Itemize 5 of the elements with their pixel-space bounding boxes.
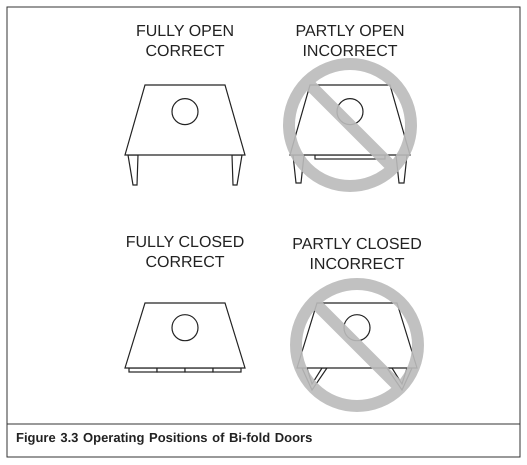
figure-caption: Figure 3.3 Operating Positions of Bi-fold Doors — [16, 430, 312, 445]
position-label: PARTLY OPEN INCORRECT — [294, 22, 406, 62]
position-label: PARTLY CLOSED INCORRECT — [291, 235, 423, 275]
position-label: FULLY CLOSED CORRECT — [124, 233, 246, 273]
position-label: FULLY OPEN CORRECT — [134, 22, 236, 62]
